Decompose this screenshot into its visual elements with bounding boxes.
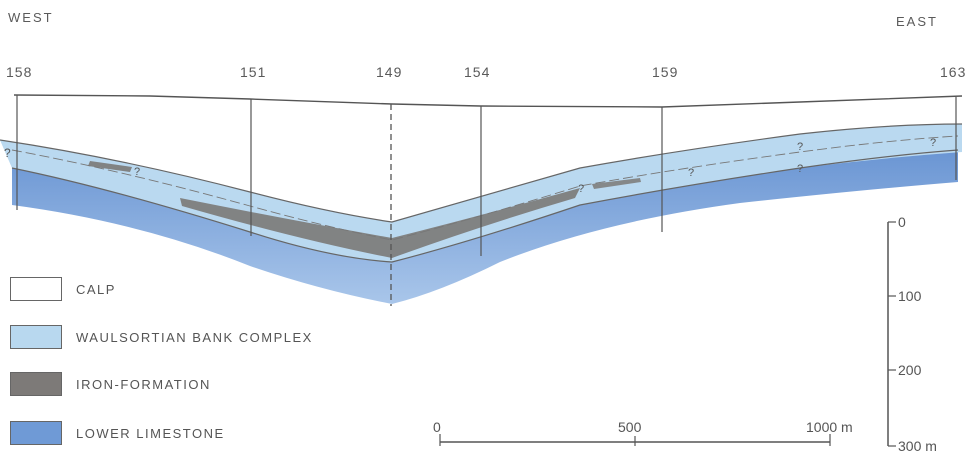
borehole-label-149: 149 [376,64,403,80]
contact-line-mid [11,135,959,241]
contact-line-lower [11,149,959,263]
query-mark-159-east: ? [688,167,694,179]
legend-swatch-lower-limestone [10,421,62,445]
query-mark-lower-east: ? [797,163,803,175]
borehole-label-154: 154 [464,64,491,80]
west-label: WEST [8,10,54,25]
vscale-label-0: 0 [898,214,906,230]
legend-swatch-iron-formation [10,372,62,396]
legend-item-lower-limestone: LOWER LIMESTONE [10,421,225,445]
iron-formation-central-lens [180,188,580,258]
borehole-label-151: 151 [240,64,267,80]
vertical-scale-bar: 0 100 200 300 m [887,214,937,454]
vscale-label-300: 300 m [898,438,937,454]
query-mark-west-lens: ? [134,166,140,178]
query-mark-upper-east: ? [797,141,803,153]
legend-swatch-calp [10,277,62,301]
horizontal-scale-bar: 0 500 1000 m [433,419,853,446]
vscale-label-100: 100 [898,288,922,304]
borehole-label-159: 159 [652,64,679,80]
vscale-label-200: 200 [898,362,922,378]
legend-item-calp: CALP [10,277,116,301]
waulsortian-bank-layer [0,124,962,262]
query-mark-east-lens: ? [578,183,584,195]
legend-item-waulsortian: WAULSORTIAN BANK COMPLEX [10,325,313,349]
iron-formation-west-lens [88,161,132,172]
query-mark-far-east: ? [930,137,936,149]
legend-swatch-waulsortian [10,325,62,349]
lower-limestone-layer [12,150,958,304]
legend-label-lower-limestone: LOWER LIMESTONE [76,425,225,441]
legend-item-iron-formation: IRON-FORMATION [10,372,211,396]
hscale-label-1000: 1000 m [806,419,853,435]
east-label: EAST [896,14,938,29]
query-mark-west: ? [4,146,11,160]
borehole-label-158: 158 [6,64,33,80]
legend-label-iron-formation: IRON-FORMATION [76,376,211,392]
legend-label-waulsortian: WAULSORTIAN BANK COMPLEX [76,329,313,345]
legend-label-calp: CALP [76,281,116,297]
hscale-label-0: 0 [433,419,441,435]
borehole-label-163: 163 [940,64,967,80]
iron-formation-east-lens [592,178,641,189]
contact-line-upper [0,123,963,223]
hscale-label-500: 500 [618,419,642,435]
ground-surface-line [13,94,963,108]
